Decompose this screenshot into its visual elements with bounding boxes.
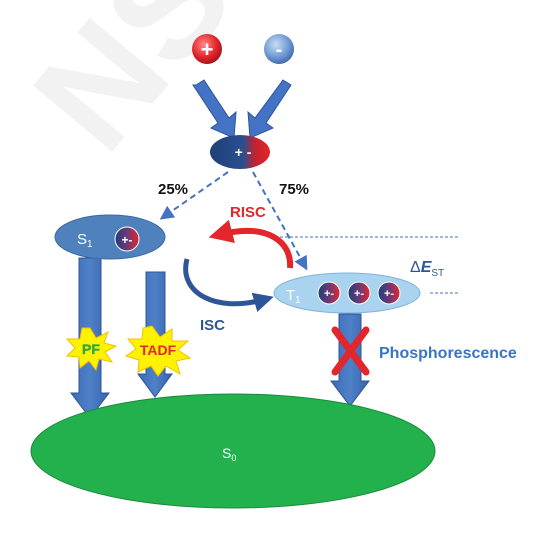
t1-electron-pair-label: +- bbox=[354, 288, 364, 300]
negative-charge-icon bbox=[264, 34, 294, 64]
s1-state-label: S1 bbox=[77, 231, 93, 250]
positive-to-exciton-arrow bbox=[192, 79, 237, 139]
singlet-percent-label: 25% bbox=[158, 181, 188, 198]
phosphorescence-label: Phosphorescence bbox=[379, 345, 517, 362]
t1-electron-pair-icon bbox=[317, 281, 341, 305]
t1-electron-pair-label: +- bbox=[324, 288, 334, 300]
negative-to-exciton-arrow bbox=[247, 79, 292, 139]
tadf-label: TADF bbox=[140, 342, 177, 358]
t1-electron-pair-icon bbox=[377, 281, 401, 305]
s1-state-ellipse bbox=[54, 214, 166, 260]
positive-charge-label: + bbox=[201, 37, 214, 62]
risc-label: RISC bbox=[230, 204, 266, 221]
triplet-branch-arrow bbox=[252, 171, 308, 271]
singlet-branch-arrow bbox=[159, 171, 229, 220]
t1-electron-pair-icon bbox=[347, 281, 371, 305]
pf-label: PF bbox=[82, 341, 100, 357]
isc-label: ISC bbox=[200, 317, 225, 334]
s1-electron-pair-label: +- bbox=[121, 233, 132, 247]
risc-arrow bbox=[208, 219, 294, 269]
t1-electron-pair-label: +- bbox=[384, 288, 394, 300]
negative-charge-label: - bbox=[276, 39, 283, 61]
pf-burst-icon bbox=[65, 327, 118, 372]
exciton-label: + - bbox=[235, 144, 252, 160]
blocked-cross-icon bbox=[331, 326, 370, 376]
delta-est-label: ΔEST bbox=[410, 259, 444, 279]
positive-charge-icon bbox=[192, 34, 222, 64]
isc-arrow bbox=[183, 258, 274, 312]
exciton-icon bbox=[210, 135, 270, 169]
triplet-percent-label: 75% bbox=[279, 181, 309, 198]
tadf-burst-icon bbox=[124, 325, 192, 377]
s1-electron-pair-icon bbox=[114, 226, 140, 252]
s0-state-label: S0 bbox=[222, 445, 236, 463]
t1-state-label: T1 bbox=[286, 287, 301, 306]
s0-ground-state-ellipse bbox=[30, 393, 436, 509]
